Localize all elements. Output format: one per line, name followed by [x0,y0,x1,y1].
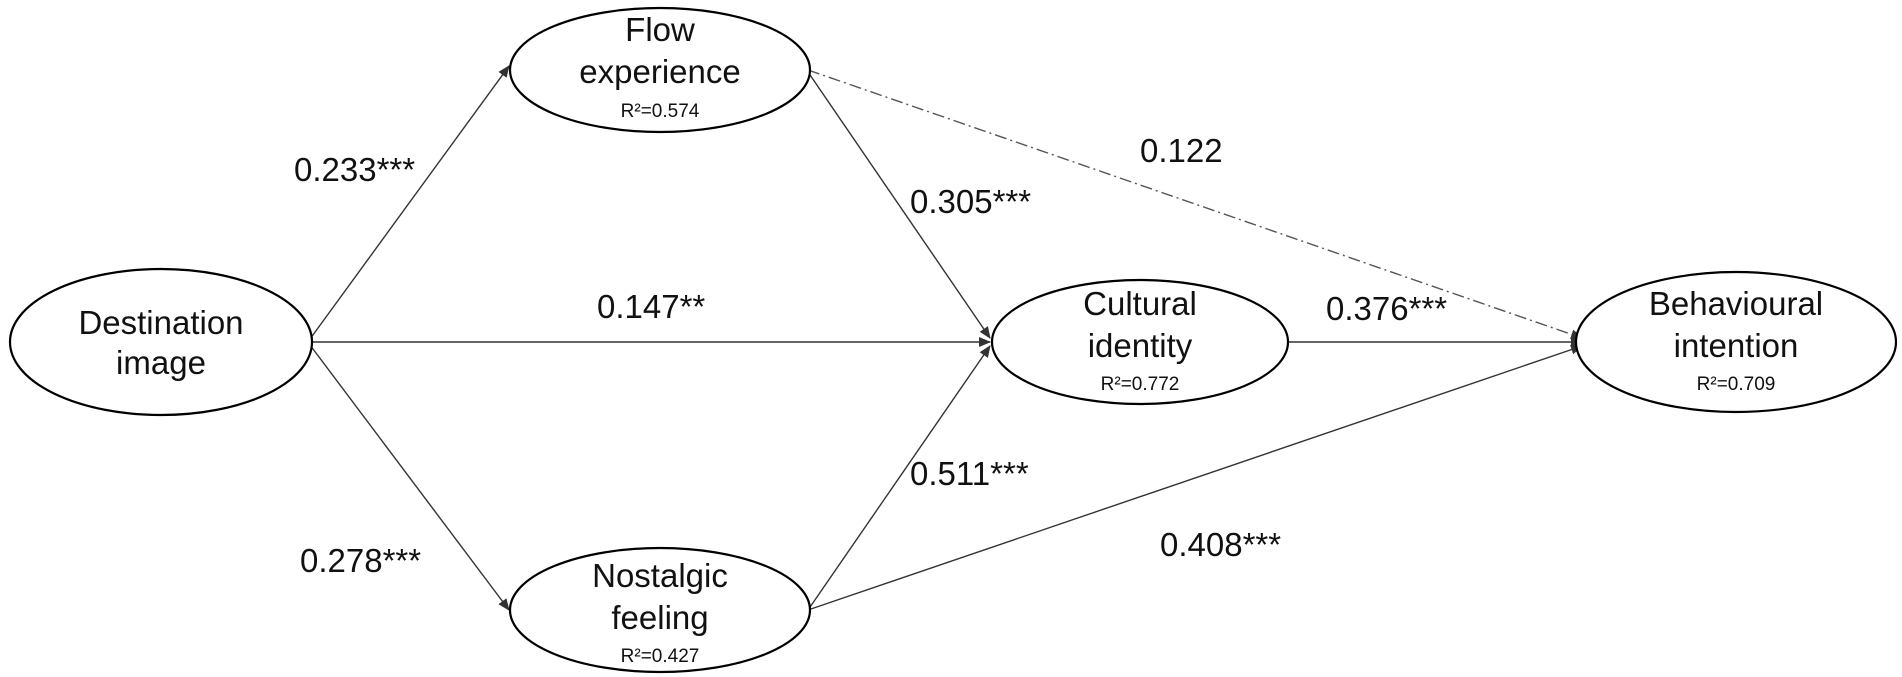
coef-destination-to-cultural: 0.147** [597,288,705,325]
edge-destination-to-nostalgic [309,344,510,611]
node-ellipse [508,6,812,134]
node-destination-image: Destination image [8,267,314,417]
node-title-line2: intention [1674,327,1799,364]
node-title-line1: Flow [625,11,695,48]
node-title-line1: Cultural [1083,285,1197,322]
node-flow-experience: Flow experience R²=0.574 [508,6,812,134]
node-ellipse [8,267,314,417]
node-title-line2: feeling [611,599,708,636]
edge-flow-to-behavioural [807,69,1583,340]
node-nostalgic-feeling: Nostalgic feeling R²=0.427 [508,546,812,674]
coef-nostalgic-to-cultural: 0.511*** [910,455,1029,492]
node-title-line1: Nostalgic [592,557,728,594]
node-title-line1: Behavioural [1649,285,1823,322]
coef-cultural-to-behavioural: 0.376*** [1326,290,1447,327]
coef-destination-to-nostalgic: 0.278*** [300,542,421,579]
node-ellipse [508,546,812,674]
coef-destination-to-flow: 0.233*** [294,151,415,188]
node-title-line2: identity [1088,327,1193,364]
edge-destination-to-flow [309,65,510,340]
node-title-line2: image [116,344,206,381]
node-r-squared: R²=0.574 [621,101,700,122]
coef-nostalgic-to-behavioural: 0.408*** [1160,526,1281,563]
coef-flow-to-behavioural: 0.122 [1140,132,1223,169]
edges [309,65,1583,611]
node-ellipse [990,278,1290,406]
coefficients: 0.233*** 0.147** 0.278*** 0.305*** 0.511… [294,132,1447,579]
node-title-line2: experience [579,53,740,90]
edge-flow-to-cultural [807,71,991,339]
edge-nostalgic-to-behavioural [807,344,1583,611]
node-r-squared: R²=0.709 [1697,374,1776,395]
edge-nostalgic-to-cultural [807,345,991,611]
node-r-squared: R²=0.772 [1101,374,1180,395]
node-ellipse [1574,270,1898,414]
node-r-squared: R²=0.427 [621,646,700,667]
node-title-line1: Destination [78,304,243,341]
coef-flow-to-cultural: 0.305*** [910,183,1031,220]
node-behavioural-intention: Behavioural intention R²=0.709 [1574,270,1898,414]
node-cultural-identity: Cultural identity R²=0.772 [990,278,1290,406]
